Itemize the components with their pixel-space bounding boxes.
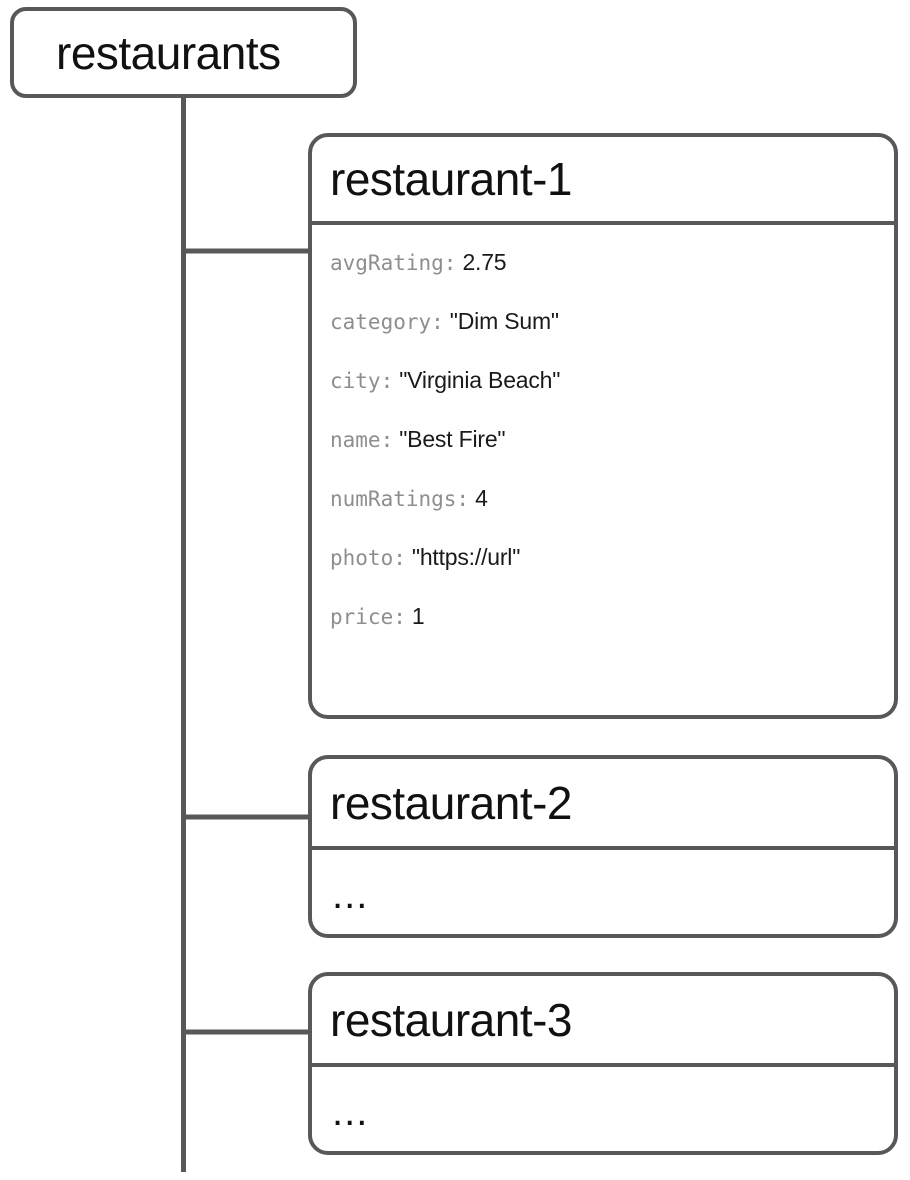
field-value: 4	[475, 485, 488, 511]
field-key: price:	[330, 605, 406, 629]
field-row: numRatings:4	[330, 487, 876, 510]
document-card-header: restaurant-3	[312, 976, 894, 1067]
field-key: category:	[330, 310, 444, 334]
collection-node-label: restaurants	[56, 26, 281, 79]
document-card-fields: ...	[312, 1067, 894, 1133]
field-row: avgRating:2.75	[330, 251, 876, 274]
field-key: photo:	[330, 546, 406, 570]
field-value: 1	[411, 603, 425, 629]
document-card-title: restaurant-2	[330, 776, 573, 829]
ellipsis-placeholder: ...	[332, 1090, 369, 1134]
document-card-header: restaurant-1	[312, 137, 894, 225]
field-key: city:	[330, 369, 394, 393]
document-card-title: restaurant-3	[330, 993, 573, 1046]
field-row: category:"Dim Sum"	[330, 310, 876, 333]
field-row: name:"Best Fire"	[330, 428, 876, 451]
document-card-restaurant-2[interactable]: restaurant-2 ...	[308, 755, 898, 938]
document-card-fields: ...	[312, 850, 894, 916]
field-row: price:1	[330, 605, 876, 628]
field-value: "Dim Sum"	[449, 308, 559, 334]
document-card-header: restaurant-2	[312, 759, 894, 850]
field-key: avgRating:	[330, 251, 457, 275]
field-value: 2.75	[462, 249, 507, 275]
field-row: photo:"https://url"	[330, 546, 876, 569]
ellipsis-placeholder: ...	[332, 873, 369, 917]
field-value: "Best Fire"	[399, 426, 506, 452]
field-row: city:"Virginia Beach"	[330, 369, 876, 392]
document-card-fields: avgRating:2.75 category:"Dim Sum" city:"…	[312, 225, 894, 638]
document-card-restaurant-1[interactable]: restaurant-1 avgRating:2.75 category:"Di…	[308, 133, 898, 719]
document-card-title: restaurant-1	[330, 153, 573, 205]
field-value: "https://url"	[411, 544, 521, 570]
field-key: numRatings:	[330, 487, 470, 511]
field-key: name:	[330, 428, 394, 452]
field-value: "Virginia Beach"	[399, 367, 561, 393]
document-card-restaurant-3[interactable]: restaurant-3 ...	[308, 972, 898, 1155]
collection-node-restaurants[interactable]: restaurants	[10, 7, 357, 98]
